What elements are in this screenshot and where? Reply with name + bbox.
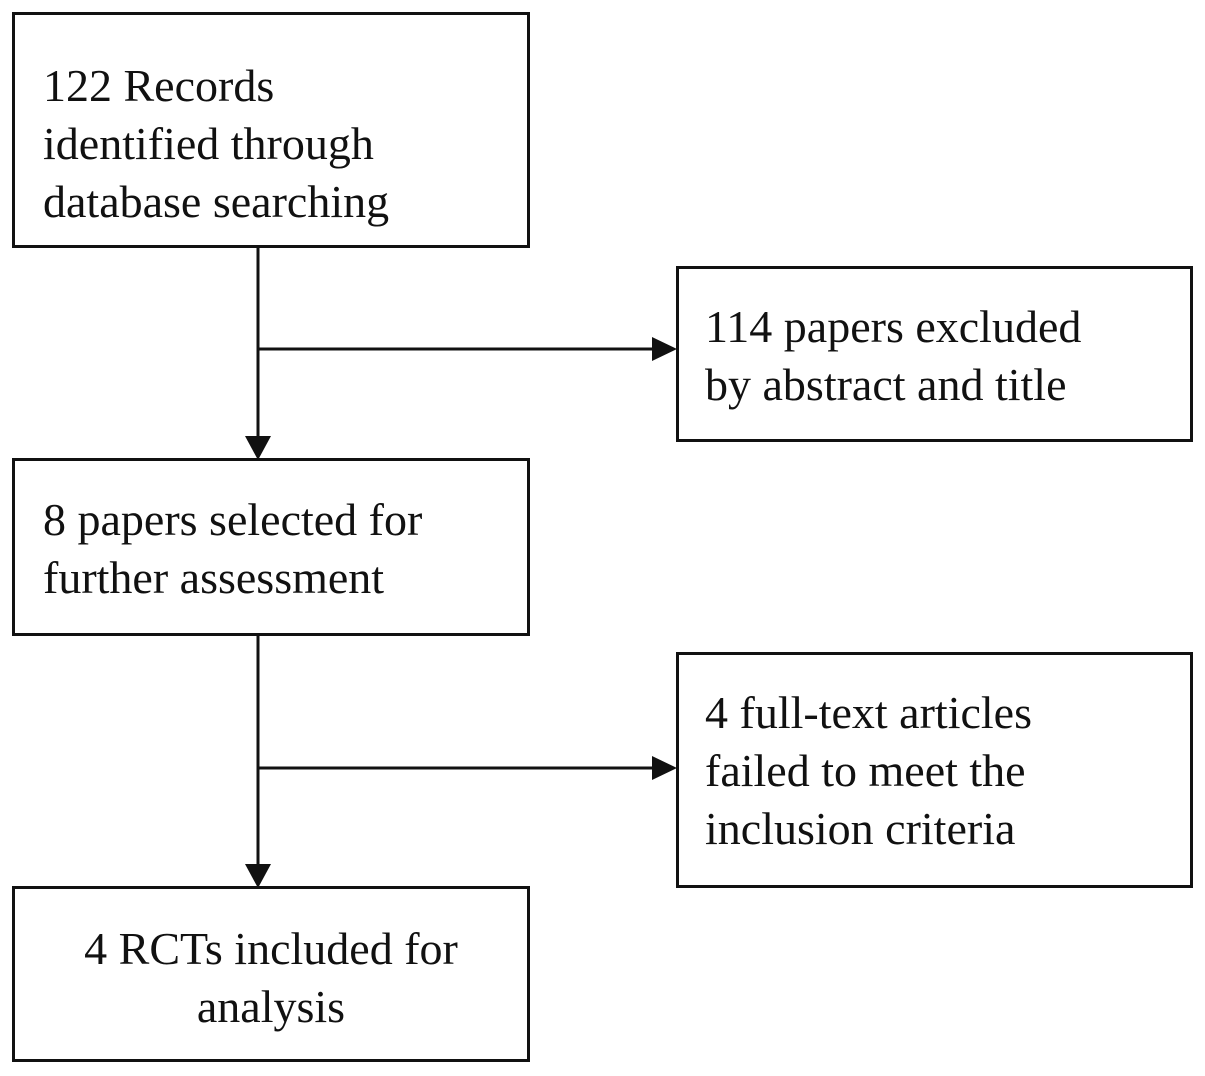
included-analysis-box: 4 RCTs included for analysis [12,886,530,1062]
excluded-abstract-box: 114 papers excluded by abstract and titl… [676,266,1193,442]
excluded-abstract-text: 114 papers excluded by abstract and titl… [705,301,1082,410]
selected-assessment-text: 8 papers selected for further assessment [43,494,423,603]
selected-assessment-box: 8 papers selected for further assessment [12,458,530,636]
arrow-to-excluded-fulltext [258,756,677,780]
arrow-selected-to-included [245,634,271,888]
included-analysis-text: 4 RCTs included for analysis [84,923,458,1032]
arrow-records-to-selected [245,246,271,460]
records-identified-box: 122 Records identified through database … [12,12,530,248]
records-identified-text: 122 Records identified through database … [43,60,390,227]
excluded-fulltext-text: 4 full-text articles failed to meet the … [705,687,1032,854]
arrow-to-excluded-abstract [258,337,677,361]
excluded-fulltext-box: 4 full-text articles failed to meet the … [676,652,1193,888]
